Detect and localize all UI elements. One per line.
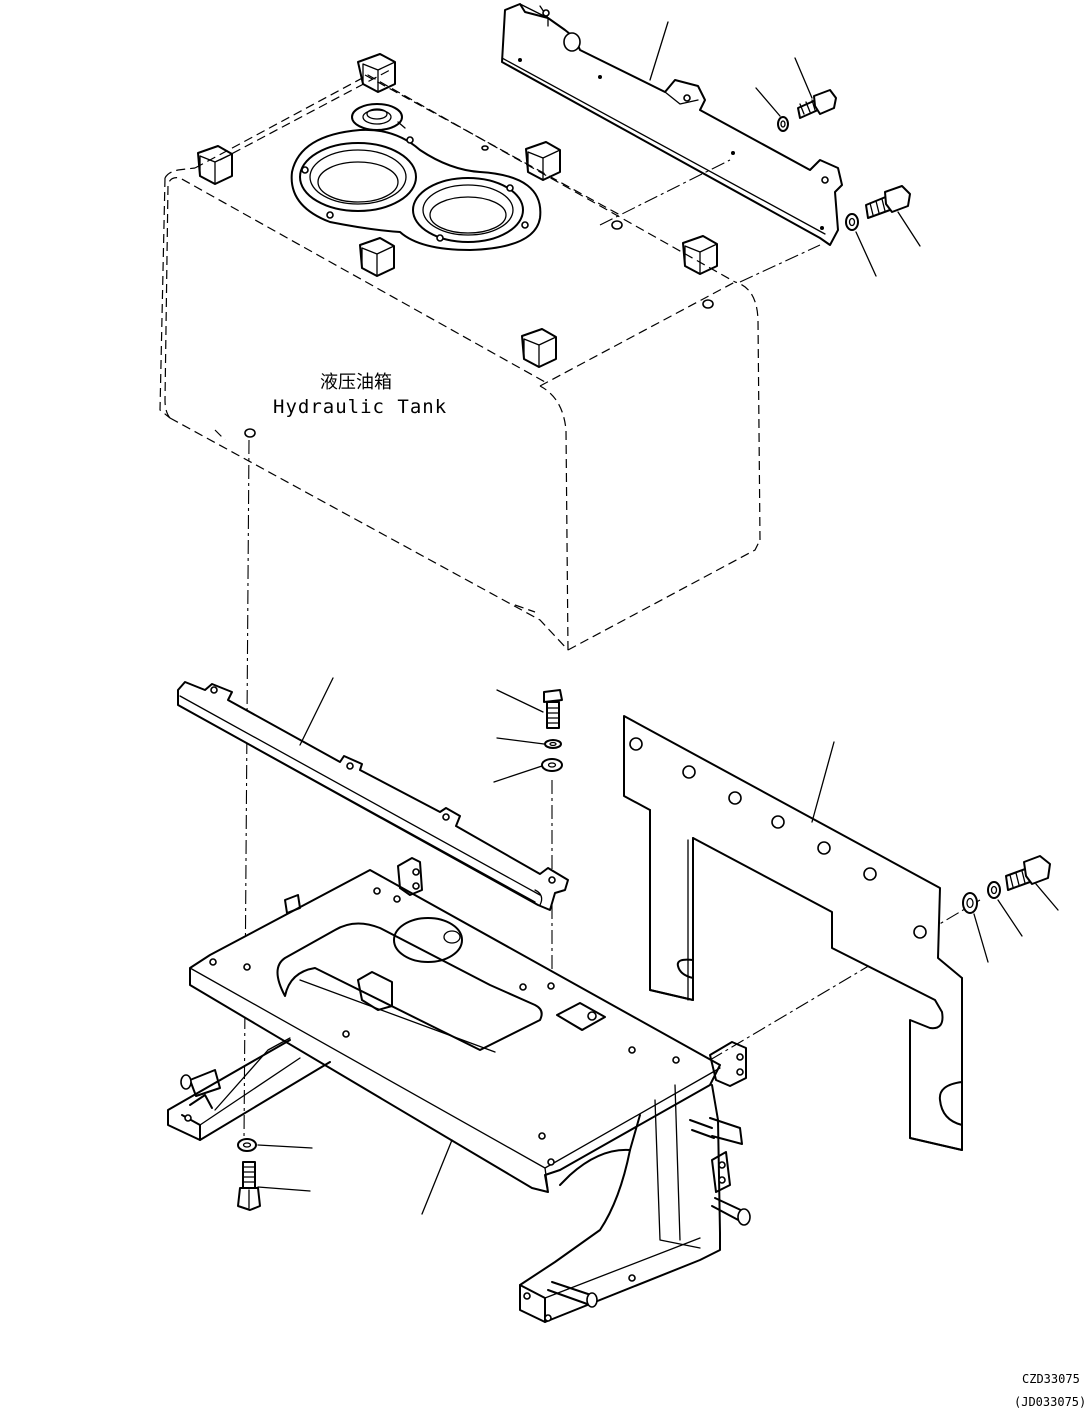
side-plate[interactable] <box>623 715 963 1151</box>
washer-upper-1[interactable] <box>777 116 789 132</box>
leader-bottom-washer <box>257 1144 313 1149</box>
tank-label-english: Hydraulic Tank <box>273 396 447 418</box>
side-washer-2[interactable] <box>962 892 978 914</box>
rear-bracket[interactable] <box>501 3 843 246</box>
leader-side-bolt <box>1035 883 1059 911</box>
leader-center-washer-1 <box>496 737 545 745</box>
leader-bottom-bolt <box>257 1186 311 1192</box>
leader-bolt-upper-1 <box>794 57 813 99</box>
bottom-washer[interactable] <box>237 1138 257 1152</box>
center-bolt[interactable] <box>543 689 563 729</box>
leader-front-rail <box>299 677 334 746</box>
center-washer-1[interactable] <box>544 739 562 749</box>
tank-corner-bracket-4 <box>359 237 395 277</box>
tank-corner-bracket-1 <box>357 53 396 93</box>
leader-bolt-upper-2 <box>897 211 921 247</box>
center-washer-2[interactable] <box>541 758 563 772</box>
leader-center-bolt <box>496 689 544 713</box>
bolt-upper-1[interactable] <box>797 89 837 119</box>
side-washer-1[interactable] <box>987 881 1001 899</box>
bolt-upper-2[interactable] <box>865 185 911 219</box>
tank-corner-bracket-5 <box>682 235 718 275</box>
tank-stand[interactable] <box>167 857 751 1323</box>
leader-rear-bracket <box>649 21 669 81</box>
leader-side-washer-2 <box>973 913 989 963</box>
side-bolt[interactable] <box>1005 855 1051 891</box>
front-rail[interactable] <box>177 681 569 911</box>
tank-cap <box>351 103 406 131</box>
tank-corner-bracket-2 <box>197 145 233 185</box>
tank-corner-bracket-3 <box>525 141 561 181</box>
leader-side-washer-1 <box>997 899 1023 937</box>
tank-corner-bracket-6 <box>521 328 557 368</box>
washer-upper-2[interactable] <box>845 213 859 231</box>
leader-washer-upper-1 <box>755 87 781 117</box>
drawing-code-primary: CZD33075 <box>1022 1372 1080 1386</box>
hydraulic-tank[interactable] <box>159 53 761 651</box>
leader-center-washer-2 <box>493 765 543 783</box>
leader-tank-stand <box>421 1139 453 1215</box>
tank-top-flange <box>290 128 542 251</box>
bottom-bolt[interactable] <box>237 1161 261 1211</box>
drawing-code-secondary: (JD033075) <box>1014 1395 1086 1409</box>
leader-washer-upper-2 <box>855 231 877 277</box>
tank-label-chinese: 液压油箱 <box>320 372 392 393</box>
leader-side-plate <box>811 741 835 823</box>
